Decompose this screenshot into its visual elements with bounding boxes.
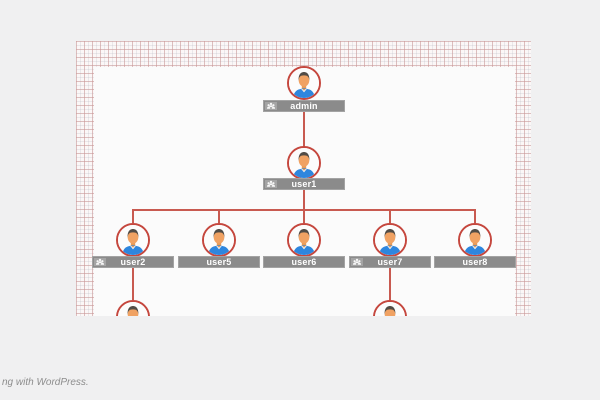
node-label: user8 (462, 257, 488, 267)
node-label: user2 (120, 257, 146, 267)
connector-user1-down (303, 190, 305, 209)
connector-user7-child (389, 268, 391, 300)
group-users-icon (265, 180, 277, 188)
node-label-bar[interactable]: user1 (263, 178, 345, 190)
node-label-bar[interactable]: user8 (434, 256, 516, 268)
group-users-icon (265, 102, 277, 110)
male-avatar-icon (460, 225, 490, 255)
male-avatar-icon (289, 68, 319, 98)
footer-credit-text: ng with (2, 377, 37, 388)
connector-stub-user5 (218, 210, 220, 223)
connector-stub-user6 (303, 210, 305, 223)
node-label-bar[interactable]: user7 (349, 256, 431, 268)
connector-user2-child (132, 268, 134, 300)
avatar (458, 223, 492, 257)
org-chart-widget: admin user1 user2 user5 (76, 41, 531, 316)
avatar (116, 223, 150, 257)
male-avatar-icon (375, 225, 405, 255)
node-label-bar[interactable]: user2 (92, 256, 174, 268)
connector-stub-user2 (132, 210, 134, 223)
male-avatar-icon (289, 225, 319, 255)
node-label-bar[interactable]: admin (263, 100, 345, 112)
group-users-icon (94, 258, 106, 266)
avatar (287, 223, 321, 257)
avatar (287, 66, 321, 100)
avatar (287, 146, 321, 180)
male-avatar-icon (118, 302, 148, 316)
male-avatar-icon (204, 225, 234, 255)
avatar (373, 223, 407, 257)
footer-credit: ng with WordPress. (2, 377, 89, 388)
wordpress-link[interactable]: WordPress. (36, 377, 89, 388)
connector-admin-user1 (303, 112, 305, 147)
connector-stub-user7 (389, 210, 391, 223)
node-label-bar[interactable]: user6 (263, 256, 345, 268)
connector-stub-user8 (474, 210, 476, 223)
node-label: user6 (291, 257, 317, 267)
node-label: user1 (291, 179, 317, 189)
male-avatar-icon (289, 148, 319, 178)
male-avatar-icon (375, 302, 405, 316)
node-label: user5 (206, 257, 232, 267)
male-avatar-icon (118, 225, 148, 255)
avatar (202, 223, 236, 257)
node-label: user7 (377, 257, 403, 267)
node-label-bar[interactable]: user5 (178, 256, 260, 268)
group-users-icon (351, 258, 363, 266)
node-label: admin (290, 101, 318, 111)
